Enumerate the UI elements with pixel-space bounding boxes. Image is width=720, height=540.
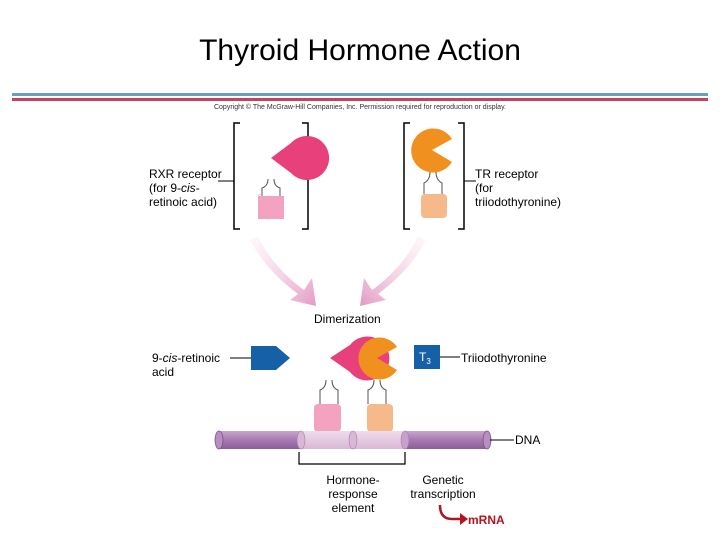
t3-symbol: T3: [419, 350, 431, 366]
tr-dimer-dna-domain: [367, 404, 393, 432]
tr-dimer-ligand-domain: [358, 337, 397, 380]
tr-dna-domain: [421, 194, 447, 218]
mrna-label: mRNA: [468, 513, 505, 527]
tr-bracket-left: [403, 122, 410, 230]
hre-bracket: [298, 452, 406, 465]
page-title: Thyroid Hormone Action: [199, 34, 521, 67]
retinoic-acid-label: 9-cis-retinoic acid: [152, 351, 221, 379]
rxr-dimer-dna-domain: [314, 404, 341, 432]
t3-hormone-box: [414, 345, 440, 369]
rxr-ligand-domain: [271, 136, 330, 180]
title-rule-blue: [12, 93, 708, 96]
tr-ligand-domain: [411, 128, 452, 173]
rxr-bracket-left: [233, 122, 240, 230]
dimerization-arrow-right: [360, 236, 426, 306]
copyright-notice: Copyright © The McGraw-Hill Companies, I…: [213, 104, 506, 111]
mrna-arrow: [438, 504, 462, 521]
retinoic-acid-ligand: [251, 346, 290, 370]
dimerization-label: Dimerization: [314, 312, 381, 326]
hre-label: Hormone- response element: [326, 473, 380, 515]
rxr-receptor-top: [218, 122, 330, 230]
triiodothyronine-label: Triiodothyronine: [461, 351, 547, 365]
rxr-hinge: [261, 178, 269, 196]
rxr-receptor-label: RXR receptor (for 9-cis- retinoic acid): [149, 167, 222, 209]
tr-receptor-label: TR receptor (for triiodothyronine): [475, 167, 562, 209]
tr-bracket-right: [458, 122, 465, 230]
title-rule-red: [12, 98, 708, 101]
tr-receptor-top: [403, 122, 476, 230]
tr-hinge: [423, 171, 431, 194]
genetic-transcription-label: Genetic transcription: [410, 473, 476, 501]
dimerization-arrow-left: [250, 236, 316, 306]
rxr-dna-domain: [258, 194, 284, 219]
dna-label: DNA: [515, 433, 541, 447]
